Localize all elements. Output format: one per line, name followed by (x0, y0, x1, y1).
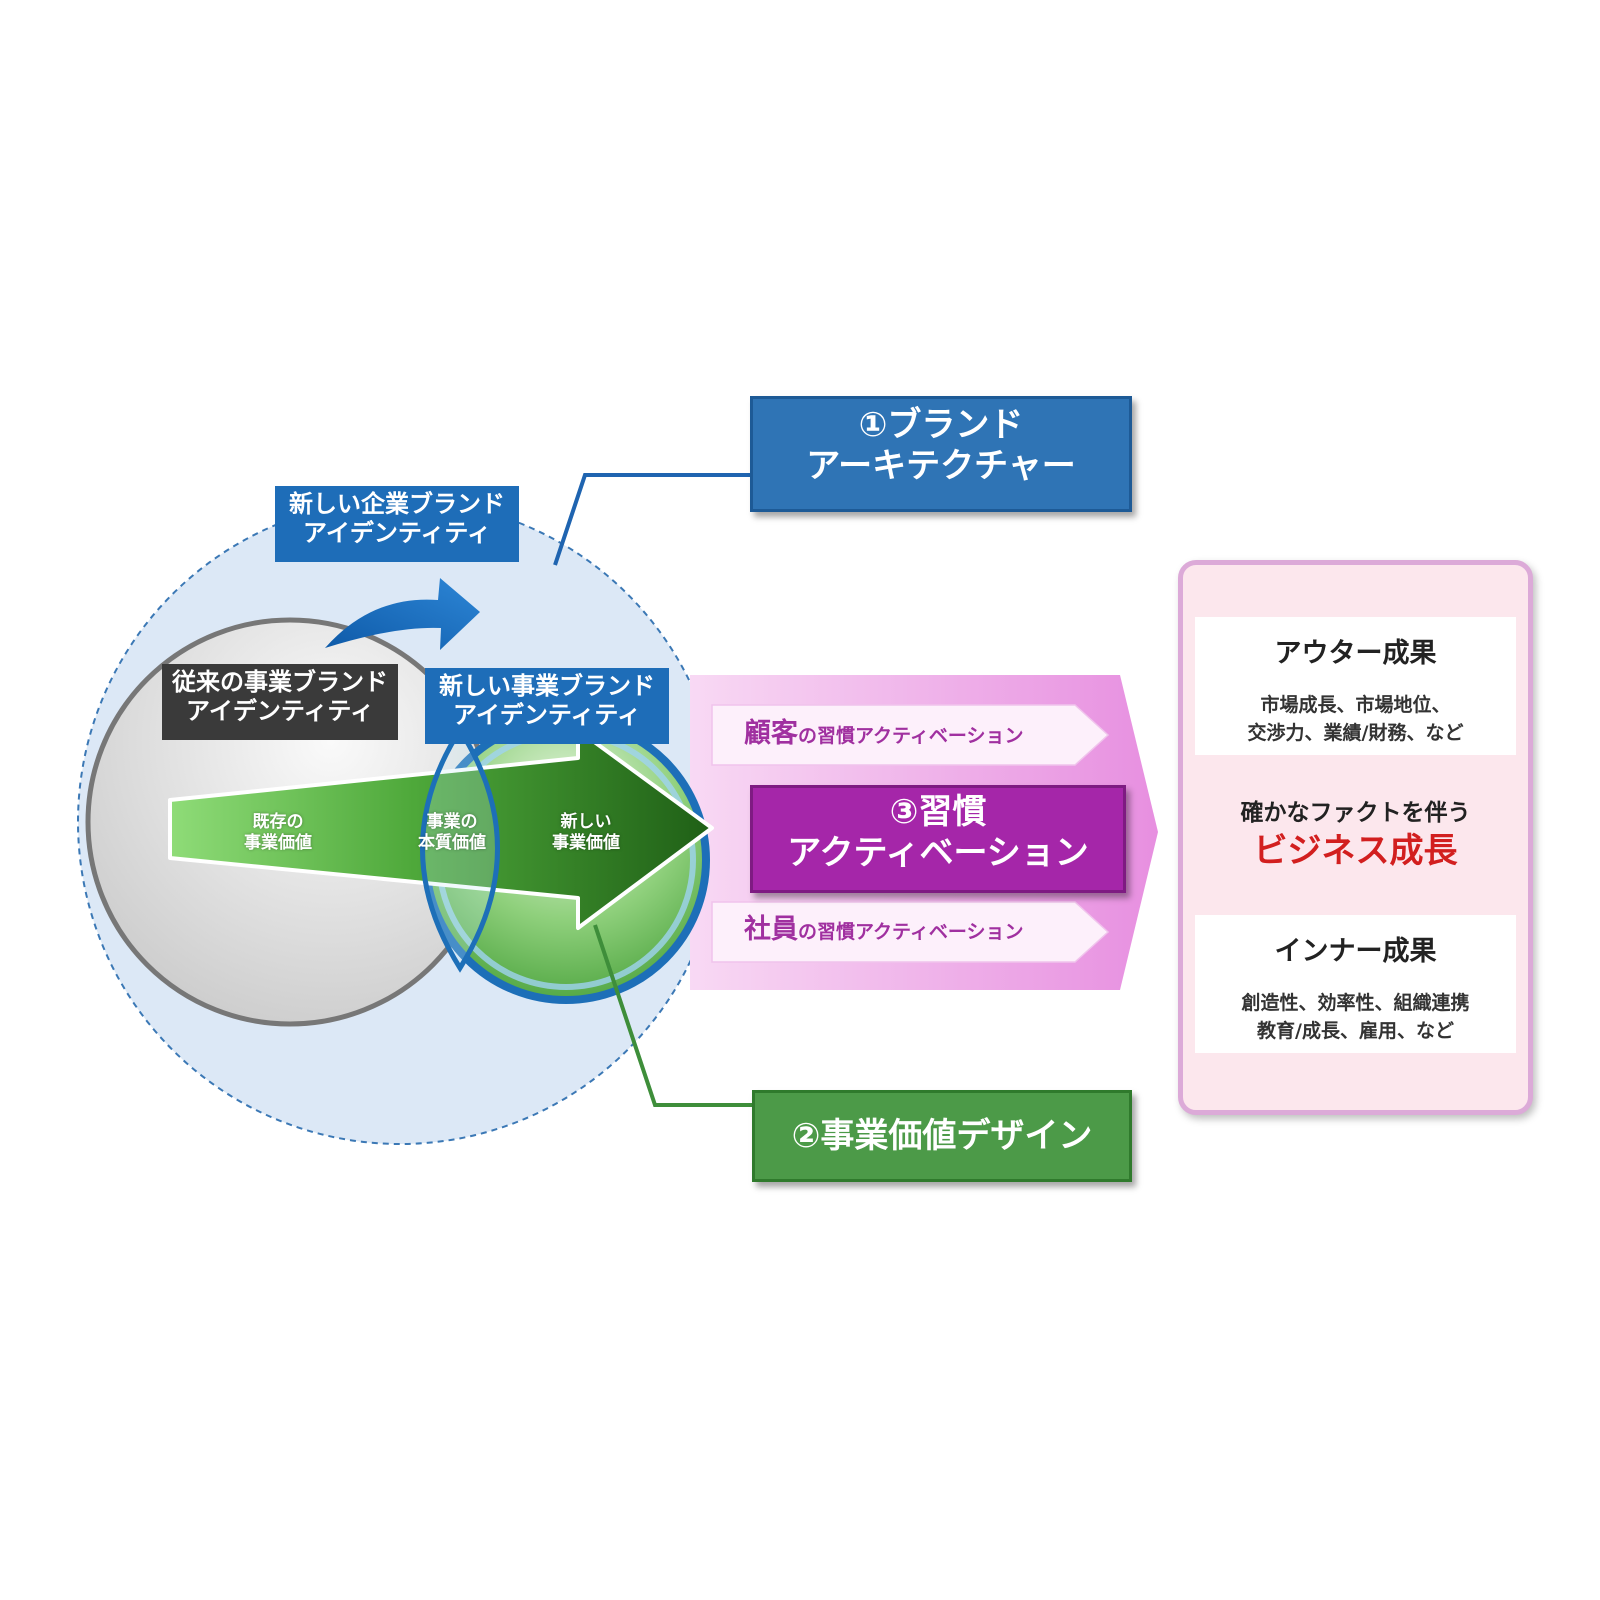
inner-results-box: インナー成果 創造性、効率性、組織連携 教育/成長、雇用、など (1195, 915, 1516, 1053)
business-value-design-box: ②事業価値デザイン (752, 1090, 1132, 1182)
results-panel: アウター成果 市場成長、市場地位、 交渉力、業績/財務、など 確かなファクトを伴… (1178, 560, 1533, 1115)
habit-activation-box: ③習慣 アクティベーション (750, 785, 1126, 893)
employee-activation-suffix: の習慣アクティベーション (798, 921, 1024, 943)
employee-activation-label: 社員の習慣アクティベーション (744, 914, 1084, 947)
new-value-line2: 事業価値 (552, 832, 620, 853)
business-design-connector (593, 924, 752, 1107)
new-corporate-brand-line2: アイデンティティ (303, 519, 491, 548)
habit-activation-line1: ③習慣 (889, 792, 987, 832)
new-corporate-brand-line1: 新しい企業ブランド (289, 490, 505, 518)
new-value-label: 新しい 事業価値 (536, 812, 636, 853)
outer-results-text: 市場成長、市場地位、 交渉力、業績/財務、など (1195, 692, 1516, 747)
customer-activation-arrow (711, 704, 1110, 766)
business-growth-text: ビジネス成長 (1253, 831, 1458, 871)
inner-results-text: 創造性、効率性、組織連携 教育/成長、雇用、など (1195, 990, 1516, 1045)
essence-value-lens (420, 725, 500, 973)
new-business-brand-line2: アイデンティティ (453, 701, 641, 730)
new-business-brand-line1: 新しい事業ブランド (439, 672, 655, 700)
customer-activation-label: 顧客の習慣アクティベーション (744, 718, 1084, 751)
outer-results-box: アウター成果 市場成長、市場地位、 交渉力、業績/財務、など (1195, 617, 1516, 755)
habit-activation-line2: アクティベーション (787, 833, 1089, 874)
business-value-design-text: ②事業価値デザイン (791, 1116, 1093, 1156)
essence-value-label: 事業の 本質価値 (402, 812, 502, 853)
old-business-brand-line2: アイデンティティ (186, 697, 374, 726)
new-business-brand-label: 新しい事業ブランド アイデンティティ (425, 668, 669, 744)
inner-results-line2: 教育/成長、雇用、など (1257, 1019, 1454, 1042)
old-business-brand-line1: 従来の事業ブランド (172, 668, 388, 696)
brand-architecture-line1: ①ブランド (858, 405, 1024, 445)
fact-line: 確かなファクトを伴う (1240, 800, 1471, 826)
outer-results-title: アウター成果 (1274, 638, 1437, 669)
outer-results-line2: 交渉力、業績/財務、など (1247, 721, 1464, 744)
business-value-arrow (168, 728, 714, 930)
employee-activation-arrow (711, 901, 1110, 963)
brand-architecture-box: ①ブランド アーキテクチャー (750, 396, 1132, 512)
existing-value-line1: 既存の (252, 812, 304, 832)
essence-value-line2: 本質価値 (418, 832, 486, 853)
customer-activation-suffix: の習慣アクティベーション (798, 725, 1024, 747)
employee-activation-prefix: 社員 (744, 914, 798, 945)
brand-transition-arrow (325, 578, 480, 650)
new-corporate-brand-label: 新しい企業ブランド アイデンティティ (275, 486, 519, 562)
new-value-line1: 新しい (560, 812, 612, 832)
inner-results-title: インナー成果 (1274, 936, 1437, 967)
existing-value-line2: 事業価値 (244, 832, 312, 853)
outer-results-line1: 市場成長、市場地位、 (1260, 694, 1451, 716)
existing-value-label: 既存の 事業価値 (228, 812, 328, 853)
brand-architecture-line2: アーキテクチャー (806, 446, 1076, 487)
essence-value-line1: 事業の (426, 812, 478, 832)
brand-architecture-connector (553, 473, 750, 566)
inner-results-line1: 創造性、効率性、組織連携 (1241, 992, 1470, 1014)
old-business-brand-label: 従来の事業ブランド アイデンティティ (162, 664, 398, 740)
customer-activation-prefix: 顧客 (744, 718, 798, 749)
